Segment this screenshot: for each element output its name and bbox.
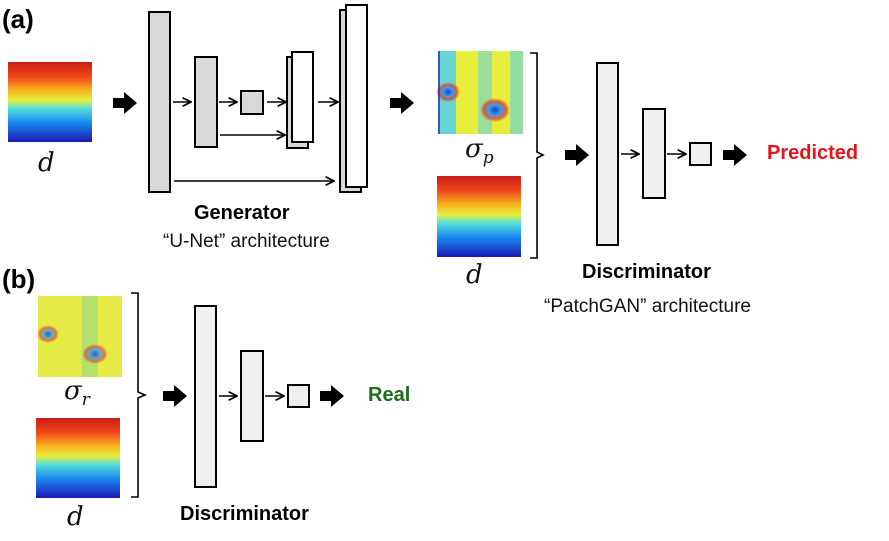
bold-arrow-icon: [320, 385, 344, 407]
output-real: Real: [368, 384, 411, 406]
input-depth-image: [8, 62, 92, 142]
predicted-image-label: σp: [465, 134, 494, 168]
output-predicted: Predicted: [767, 142, 859, 164]
condition-depth-image-a: [437, 176, 521, 257]
concat-bracket: [131, 292, 148, 498]
discriminator-patchgan-a: [596, 62, 712, 246]
bold-arrow-icon: [390, 92, 414, 114]
encoder-block-2: [194, 56, 218, 148]
condition-image-label-a: d: [466, 260, 483, 290]
sigma-subscript: p: [482, 148, 494, 169]
sigma-subscript: r: [81, 390, 90, 411]
bold-arrow-icon: [723, 144, 747, 166]
sigma-symbol: σ: [465, 134, 483, 164]
discriminator-title-a: Discriminator: [582, 261, 711, 283]
encoder-block-1: [148, 11, 171, 193]
generator-title: Generator: [194, 202, 290, 224]
concat-bracket: [530, 52, 545, 259]
real-stress-image: [37, 296, 122, 377]
predicted-stress-image: [436, 51, 523, 134]
bold-arrow-icon: [113, 92, 137, 114]
condition-image-label-b: d: [67, 502, 84, 532]
sigma-symbol: σ: [64, 376, 82, 406]
decoder-block-2-front: [291, 51, 314, 143]
generator-unet: [148, 4, 368, 193]
discriminator-subtitle-a: “PatchGAN” architecture: [544, 296, 751, 317]
panel-label-a: (a): [2, 4, 34, 34]
decoder-block-1-front: [345, 4, 368, 188]
bottleneck-block: [240, 90, 264, 115]
bold-arrow-icon: [163, 385, 187, 407]
condition-depth-image-b: [36, 418, 120, 498]
input-image-label: d: [38, 148, 55, 178]
panel-label-b: (b): [2, 264, 36, 294]
bold-arrow-icon: [565, 144, 589, 166]
discriminator-title-b: Discriminator: [180, 503, 309, 525]
generator-subtitle: “U-Net” architecture: [163, 231, 330, 252]
discriminator-b: [194, 305, 310, 488]
real-image-label: σr: [64, 376, 90, 410]
